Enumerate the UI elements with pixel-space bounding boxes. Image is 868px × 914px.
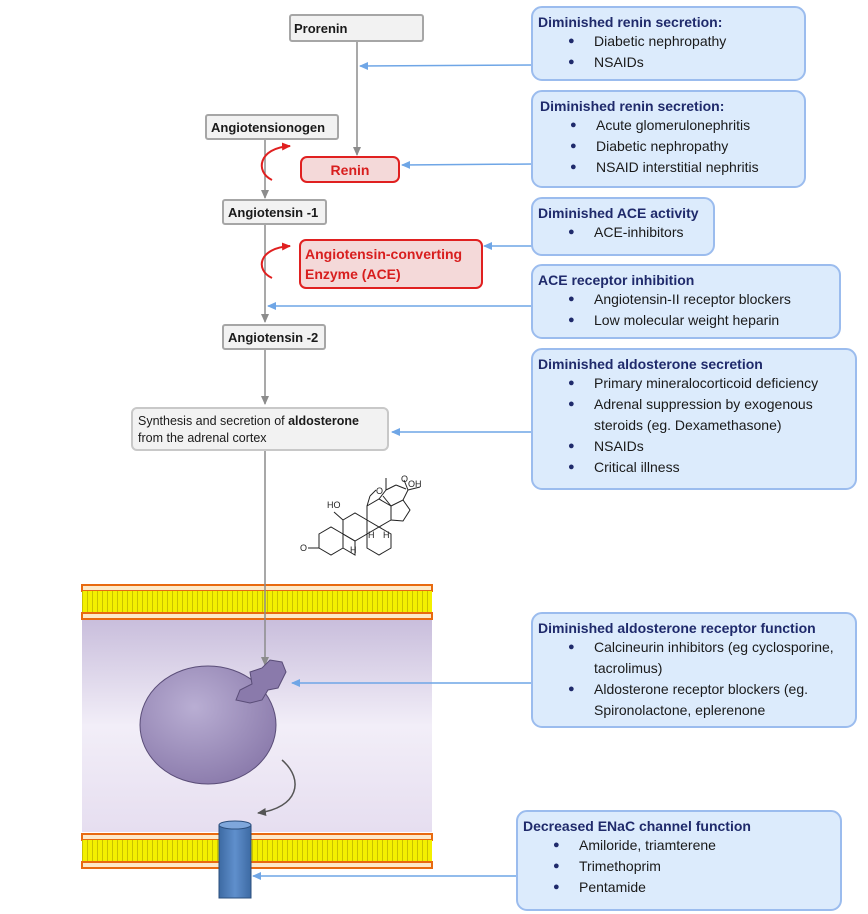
- membrane-bottom: [81, 833, 433, 869]
- bullet-icon: ●: [568, 641, 575, 653]
- callout-item: ●Calcineurin inhibitors (eg cyclosporine…: [568, 639, 834, 676]
- bullet-icon: ●: [553, 881, 560, 893]
- callout-ace-activity: Diminished ACE activity ●ACE-inhibitors: [531, 197, 715, 256]
- callout-aldosterone-secretion: Diminished aldosterone secretion ●Primar…: [531, 348, 857, 490]
- h-label: H: [383, 530, 390, 540]
- oh-label: OH: [408, 479, 422, 489]
- callout-item: ●Acute glomerulonephritis: [566, 115, 796, 136]
- bullet-icon: ●: [568, 226, 575, 238]
- bullet-icon: ●: [570, 161, 577, 173]
- aldo-text-pre: Synthesis and secretion of: [138, 414, 289, 428]
- ace-label-line1: Angiotensin-converting: [305, 246, 463, 262]
- callout-list: ●ACE-inhibitors: [538, 222, 705, 243]
- angiotensionogen-node: Angiotensionogen: [205, 114, 339, 140]
- callout-title: Decreased ENaC channel function: [523, 818, 751, 834]
- bullet-icon: ●: [568, 461, 575, 473]
- prorenin-label: Prorenin: [294, 21, 348, 36]
- bullet-icon: ●: [570, 119, 577, 131]
- bullet-icon: ●: [568, 35, 575, 47]
- bullet-icon: ●: [568, 56, 575, 68]
- callout-list: ●Primary mineralocorticoid deficiency ●A…: [538, 373, 847, 478]
- callout-item: ●Pentamide: [549, 877, 832, 898]
- bullet-icon: ●: [553, 860, 560, 872]
- bullet-icon: ●: [568, 440, 575, 452]
- callout-title: Diminished renin secretion:: [538, 14, 723, 30]
- angiotensin1-node: Angiotensin -1: [222, 199, 327, 225]
- callout-title: ACE receptor inhibition: [538, 272, 695, 288]
- angiotensin2-label: Angiotensin -2: [228, 330, 319, 345]
- callout-item: ●Low molecular weight heparin: [564, 310, 831, 331]
- callout-item: ●Amiloride, triamterene: [549, 835, 832, 856]
- o-label: O: [401, 474, 409, 484]
- prorenin-node: Prorenin: [289, 14, 424, 42]
- bullet-icon: ●: [570, 140, 577, 152]
- callout-renin-secretion-1: Diminished renin secretion: ●Diabetic ne…: [531, 6, 806, 81]
- callout-list: ●Angiotensin-II receptor blockers ●Low m…: [538, 289, 831, 331]
- renin-label: Renin: [330, 162, 370, 178]
- bullet-icon: ●: [568, 377, 575, 389]
- callout-title: Diminished ACE activity: [538, 205, 699, 221]
- o-label: O: [300, 543, 308, 553]
- callout-item: ●NSAIDs: [564, 52, 796, 73]
- bullet-icon: ●: [568, 683, 575, 695]
- ace-curved-arrow: [260, 242, 291, 279]
- callout-aldosterone-receptor: Diminished aldosterone receptor function…: [531, 612, 857, 728]
- inhibition-arrows: [252, 61, 534, 880]
- callout-item: ●Diabetic nephropathy: [566, 136, 796, 157]
- enac-channel: [218, 820, 252, 899]
- callout-list: ●Calcineurin inhibitors (eg cyclosporine…: [538, 637, 847, 721]
- callout-item: ●Trimethoprim: [549, 856, 832, 877]
- o-label: O: [376, 486, 384, 496]
- ace-label-line2: Enzyme (ACE): [305, 266, 401, 282]
- callout-item: ●ACE-inhibitors: [564, 222, 705, 243]
- aldosterone-structure: [308, 478, 421, 556]
- callout-list: ●Diabetic nephropathy ●NSAIDs: [538, 31, 796, 73]
- callout-item: ●NSAIDs: [564, 436, 847, 457]
- callout-title: Diminished renin secretion:: [540, 98, 725, 114]
- callout-item: ●NSAID interstitial nephritis: [566, 157, 796, 178]
- callout-title: Diminished aldosterone receptor function: [538, 620, 816, 636]
- renin-enzyme: Renin: [300, 156, 400, 183]
- callout-item: ●Critical illness: [564, 457, 847, 478]
- callout-list: ●Amiloride, triamterene ●Trimethoprim ●P…: [523, 835, 832, 898]
- callout-item: ●Diabetic nephropathy: [564, 31, 796, 52]
- ace-enzyme: Angiotensin-converting Enzyme (ACE): [299, 239, 483, 289]
- aldosterone-ligand: [235, 659, 287, 704]
- callout-item: ●Angiotensin-II receptor blockers: [564, 289, 831, 310]
- callout-renin-secretion-2: Diminished renin secretion: ●Acute glome…: [531, 90, 806, 188]
- callout-item: ●Adrenal suppression by exogenous steroi…: [568, 396, 813, 433]
- renin-curved-arrow: [260, 142, 291, 181]
- aldosterone-synthesis-node: Synthesis and secretion of aldosterone f…: [131, 407, 389, 451]
- angiotensin1-label: Angiotensin -1: [228, 205, 319, 220]
- h-label: H: [350, 545, 357, 555]
- bullet-icon: ●: [568, 293, 575, 305]
- callout-item: ●Primary mineralocorticoid deficiency: [564, 373, 847, 394]
- receptor-to-channel-arrow: [257, 759, 296, 816]
- bullet-icon: ●: [568, 314, 575, 326]
- aldo-text-post: from the adrenal cortex: [138, 431, 267, 445]
- membrane-top: [81, 584, 433, 620]
- callout-list: ●Acute glomerulonephritis ●Diabetic neph…: [540, 115, 796, 178]
- bullet-icon: ●: [553, 839, 560, 851]
- angiotensionogen-label: Angiotensionogen: [211, 120, 326, 135]
- callout-item: ●Aldosterone receptor blockers (eg. Spir…: [568, 681, 808, 718]
- angiotensin2-node: Angiotensin -2: [222, 324, 326, 350]
- bullet-icon: ●: [568, 398, 575, 410]
- aldo-text-bold: aldosterone: [288, 414, 359, 428]
- callout-ace-receptor: ACE receptor inhibition ●Angiotensin-II …: [531, 264, 841, 339]
- h-label: H: [368, 530, 375, 540]
- callout-title: Diminished aldosterone secretion: [538, 356, 763, 372]
- ho-label: HO: [327, 500, 341, 510]
- callout-enac-channel: Decreased ENaC channel function ●Amilori…: [516, 810, 842, 911]
